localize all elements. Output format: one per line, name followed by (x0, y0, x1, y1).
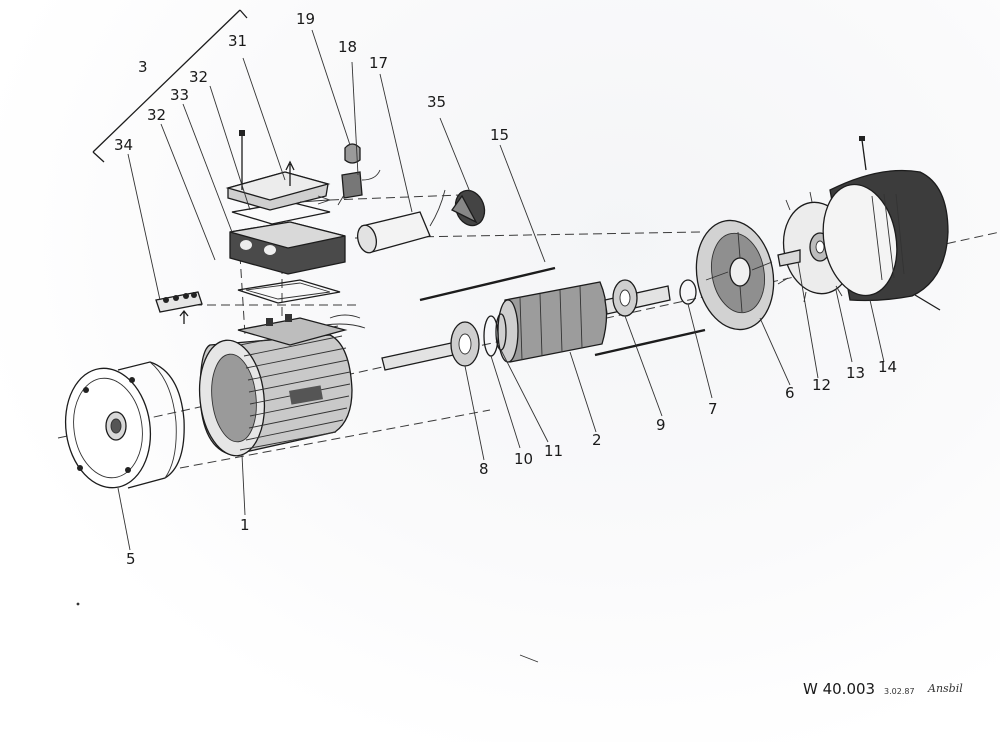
label-part-18: 18 (338, 38, 358, 56)
label-part-12: 12 (812, 376, 832, 394)
label-part-9: 9 (656, 416, 666, 434)
part-34-terminal-block (155, 291, 203, 324)
label-part-17: 17 (369, 54, 389, 72)
part-19-switch-knob (344, 143, 361, 164)
label-part-8: 8 (479, 460, 489, 478)
guide-line-lower (179, 409, 491, 469)
part-17-capacitor (356, 189, 446, 254)
part-31-terminal-cover (225, 130, 332, 211)
label-part-1: 1 (240, 516, 250, 534)
label-part-6: 6 (785, 384, 795, 402)
stray-dot (76, 602, 80, 606)
label-part-14: 14 (878, 358, 898, 376)
label-part-10: 10 (514, 450, 534, 468)
drawing-code: W 40.003 (803, 680, 876, 698)
part-33-terminal-box (229, 221, 346, 275)
label-part-32-upper: 32 (189, 68, 209, 86)
label-part-34: 34 (114, 136, 134, 154)
part-2-rotor (381, 281, 671, 371)
signature: Ansbil (928, 682, 963, 695)
stray-mark (519, 654, 539, 663)
label-part-35: 35 (427, 93, 447, 111)
label-part-13: 13 (846, 364, 866, 382)
part-35-cap (451, 189, 486, 227)
part-18-centrifugal-switch (337, 169, 381, 206)
part-5-flange-end-shield (64, 361, 185, 489)
leader-lines (117, 29, 885, 551)
label-part-7: 7 (708, 400, 718, 418)
part-1-stator-housing (198, 314, 366, 457)
label-part-11: 11 (544, 442, 564, 460)
label-part-32-lower: 32 (147, 106, 167, 124)
label-part-5: 5 (126, 550, 136, 568)
drawing-date: 3.02.87 (884, 687, 915, 696)
label-part-19: 19 (296, 10, 316, 28)
part-15-tie-rods (419, 266, 706, 357)
part-9-bearing-rear (612, 279, 638, 317)
part-32-gasket-lower (237, 279, 341, 304)
part-8-bearing (450, 321, 480, 367)
label-part-31: 31 (228, 32, 248, 50)
group-3-bracket (92, 9, 248, 163)
label-part-2: 2 (592, 431, 602, 449)
label-part-3: 3 (138, 58, 148, 76)
part-6-rear-end-shield (695, 219, 775, 331)
label-part-33: 33 (170, 86, 190, 104)
label-part-15: 15 (490, 126, 510, 144)
part-14-fan-cover (822, 136, 949, 311)
